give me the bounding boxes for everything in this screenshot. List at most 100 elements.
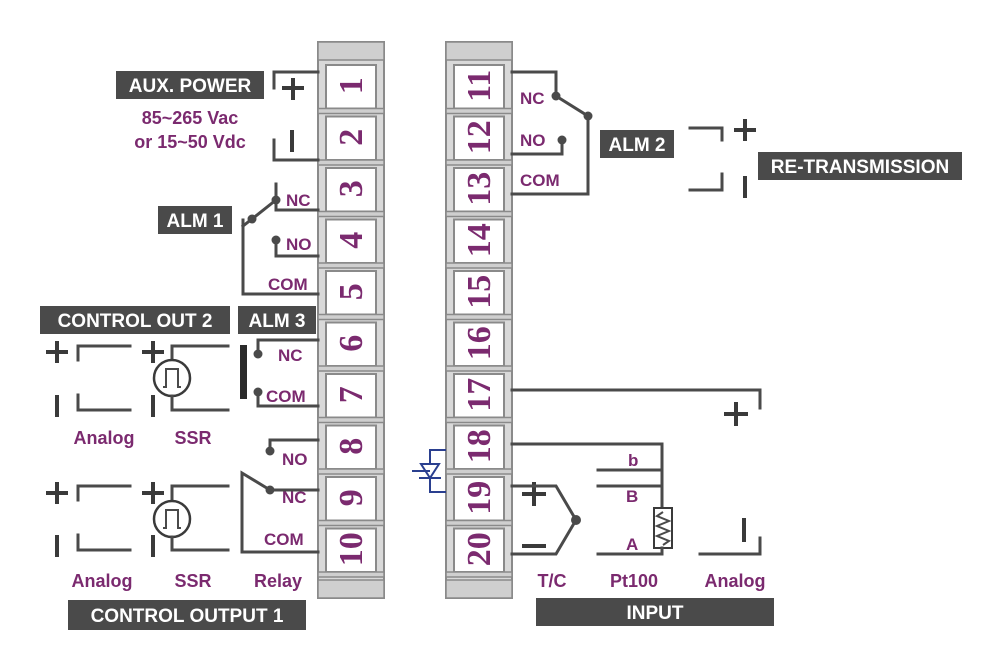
alm2-label: ALM 2 — [609, 135, 666, 156]
terminal-cell-18 — [453, 424, 505, 470]
re-transmission-label-box — [758, 152, 962, 180]
aux-power-label: AUX. POWER — [129, 76, 252, 97]
input-label-box — [536, 598, 774, 626]
terminal-number-19: 19 — [461, 481, 498, 515]
terminal-number-20: 20 — [461, 532, 498, 566]
terminal-separator — [317, 468, 385, 475]
input-pt100-label: Pt100 — [610, 571, 658, 591]
alm2-no: NO — [520, 131, 546, 150]
alm3-label-box — [238, 306, 316, 334]
terminal-number-6: 6 — [333, 335, 370, 352]
terminal-separator — [445, 416, 513, 424]
alm2-label-box — [600, 130, 674, 158]
terminal-separator — [317, 313, 385, 321]
terminal-number-17: 17 — [461, 378, 498, 412]
alm3-com: COM — [266, 387, 306, 406]
control-output1-label-box — [68, 600, 306, 630]
terminal-separator — [317, 159, 385, 166]
out1-com: COM — [264, 530, 304, 549]
terminal-separator — [317, 519, 385, 527]
terminal-separator — [445, 365, 513, 372]
terminal-cell-15 — [453, 270, 505, 316]
alm1-com: COM — [268, 275, 308, 294]
terminal-separator — [445, 313, 513, 321]
terminal-number-15: 15 — [461, 275, 498, 309]
pt100-lead-b: b — [628, 451, 638, 470]
alm2-relay: NC NO COM — [510, 70, 593, 196]
aux-power-vac: 85~265 Vac — [142, 108, 239, 128]
terminal-number-11: 11 — [461, 70, 498, 102]
terminal-separator — [445, 262, 513, 269]
alm1-relay: NC NO COM — [240, 182, 320, 296]
input-analog-label: Analog — [705, 571, 766, 591]
terminal-separator — [317, 365, 385, 372]
terminal-number-18: 18 — [461, 429, 498, 463]
input-wiring: b B A — [412, 388, 762, 556]
terminal-separator — [445, 571, 513, 578]
terminal-separator — [445, 210, 513, 218]
terminal-number-12: 12 — [461, 120, 498, 154]
terminal-separator — [445, 468, 513, 475]
alm1-label: ALM 1 — [167, 211, 224, 232]
re-transmission-terminals — [688, 119, 756, 198]
control-out2-ssr-label: SSR — [174, 428, 211, 448]
alm2-com: COM — [520, 171, 560, 190]
terminal-number-14: 14 — [461, 223, 498, 257]
pt100-lead-B: B — [626, 487, 638, 506]
terminal-separator — [317, 210, 385, 218]
terminal-separator — [317, 262, 385, 269]
terminal-separator — [317, 107, 385, 115]
control-out1-analog — [46, 482, 132, 557]
terminal-number-13: 13 — [461, 172, 498, 206]
control-out1-relay-label: Relay — [254, 571, 302, 591]
terminal-separator — [317, 571, 385, 578]
control-out2-ssr — [142, 341, 230, 417]
terminal-number-5: 5 — [333, 283, 370, 300]
terminal-separator — [445, 519, 513, 527]
pt100-lead-A: A — [626, 535, 638, 554]
terminal-cell-14 — [453, 218, 505, 264]
terminal-number-1: 1 — [333, 77, 370, 94]
control-output1-label: CONTROL OUTPUT 1 — [91, 606, 284, 627]
aux-power-vdc: or 15~50 Vdc — [134, 132, 246, 152]
terminal-cell-2 — [325, 115, 377, 161]
terminal-number-10: 10 — [333, 532, 370, 566]
control-out1-relay: NO NC COM — [240, 438, 320, 554]
terminal-number-3: 3 — [333, 180, 370, 197]
terminal-separator — [445, 107, 513, 115]
alm1-nc: NC — [286, 191, 311, 210]
alm3-relay: NC COM — [240, 338, 320, 408]
control-out2-analog-label: Analog — [74, 428, 135, 448]
alm3-label: ALM 3 — [249, 311, 306, 332]
terminal-number-7: 7 — [333, 386, 370, 403]
out1-nc: NC — [282, 488, 307, 507]
terminal-number-9: 9 — [333, 489, 370, 506]
control-out1-ssr — [142, 482, 230, 557]
alm2-nc: NC — [520, 89, 545, 108]
aux-power-terminals — [272, 70, 320, 162]
alm1-label-box — [158, 206, 232, 234]
terminal-number-4: 4 — [333, 232, 370, 249]
terminal-separator — [445, 159, 513, 166]
re-transmission-label: RE-TRANSMISSION — [771, 157, 949, 178]
control-out1-ssr-label: SSR — [174, 571, 211, 591]
terminal-number-8: 8 — [333, 438, 370, 455]
terminal-cell-17 — [453, 373, 505, 419]
terminal-number-16: 16 — [461, 326, 498, 360]
control-out2-analog — [46, 341, 132, 417]
input-label: INPUT — [627, 603, 684, 624]
terminal-number-2: 2 — [333, 129, 370, 146]
control-out2-label-box — [40, 306, 230, 334]
aux-power-label-box — [116, 71, 264, 99]
control-out1-analog-label: Analog — [72, 571, 133, 591]
input-tc-label: T/C — [538, 571, 567, 591]
terminal-cell-20 — [453, 527, 505, 573]
terminal-cell-5 — [325, 270, 377, 316]
terminal-separator — [317, 416, 385, 424]
alm3-nc: NC — [278, 346, 303, 365]
out1-no: NO — [282, 450, 308, 469]
terminal-cell-8 — [325, 424, 377, 470]
alm1-no: NO — [286, 235, 312, 254]
terminal-cell-7 — [325, 373, 377, 419]
